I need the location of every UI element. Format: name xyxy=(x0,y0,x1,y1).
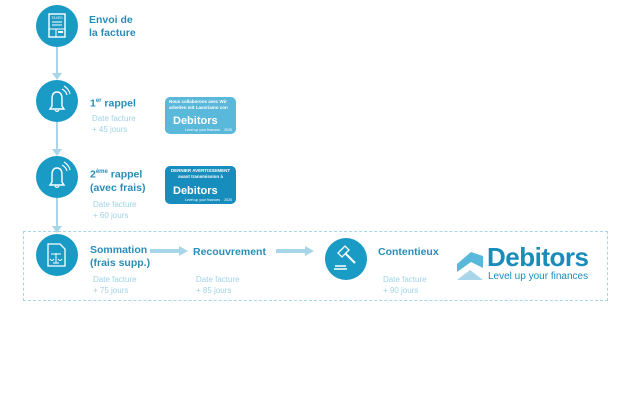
logo-tagline: Level up your finances xyxy=(488,271,589,282)
invoice-icon: TAXES xyxy=(36,5,78,47)
bell-icon xyxy=(36,80,78,122)
arrow-down-icon xyxy=(52,149,62,156)
step-delay: Date facture+ 60 jours xyxy=(93,200,137,220)
logo-brand: Debitors xyxy=(487,242,589,272)
arrow-down-icon xyxy=(52,226,62,233)
debitors-logo: Debitors Level up your finances xyxy=(455,242,605,286)
step-delay: Date facture+ 75 jours xyxy=(93,275,137,295)
banner-collaboration: Nous collaborons avec Wir arbeiten mit L… xyxy=(165,97,236,134)
arrow-right-icon xyxy=(276,246,314,256)
logo-mark-icon xyxy=(457,252,483,280)
svg-text:TAXES: TAXES xyxy=(51,16,63,20)
connector xyxy=(56,198,58,226)
step-delay: Date facture+ 45 jours xyxy=(92,114,136,134)
step-title: Contentieux xyxy=(378,246,439,258)
connector xyxy=(56,47,58,75)
arrow-right-icon xyxy=(150,246,188,256)
step-title: 2ème rappel(avec frais) xyxy=(90,168,146,194)
banner-last-warning: DERNIER AVERTISSEMENT avant transmission… xyxy=(165,166,236,204)
step-title: Recouvrement xyxy=(193,246,266,258)
step-title: Sommation(frais supp.) xyxy=(90,244,151,269)
gavel-icon xyxy=(325,238,367,280)
step-delay: Date facture+ 90 jours xyxy=(383,275,427,295)
step-delay: Date facture+ 85 jours xyxy=(196,275,240,295)
arrow-down-icon xyxy=(52,73,62,80)
bell-icon xyxy=(36,156,78,198)
escalation-box xyxy=(23,231,608,301)
connector xyxy=(56,122,58,150)
scales-document-icon xyxy=(36,234,78,276)
step-title: 1er rappel xyxy=(90,97,136,110)
